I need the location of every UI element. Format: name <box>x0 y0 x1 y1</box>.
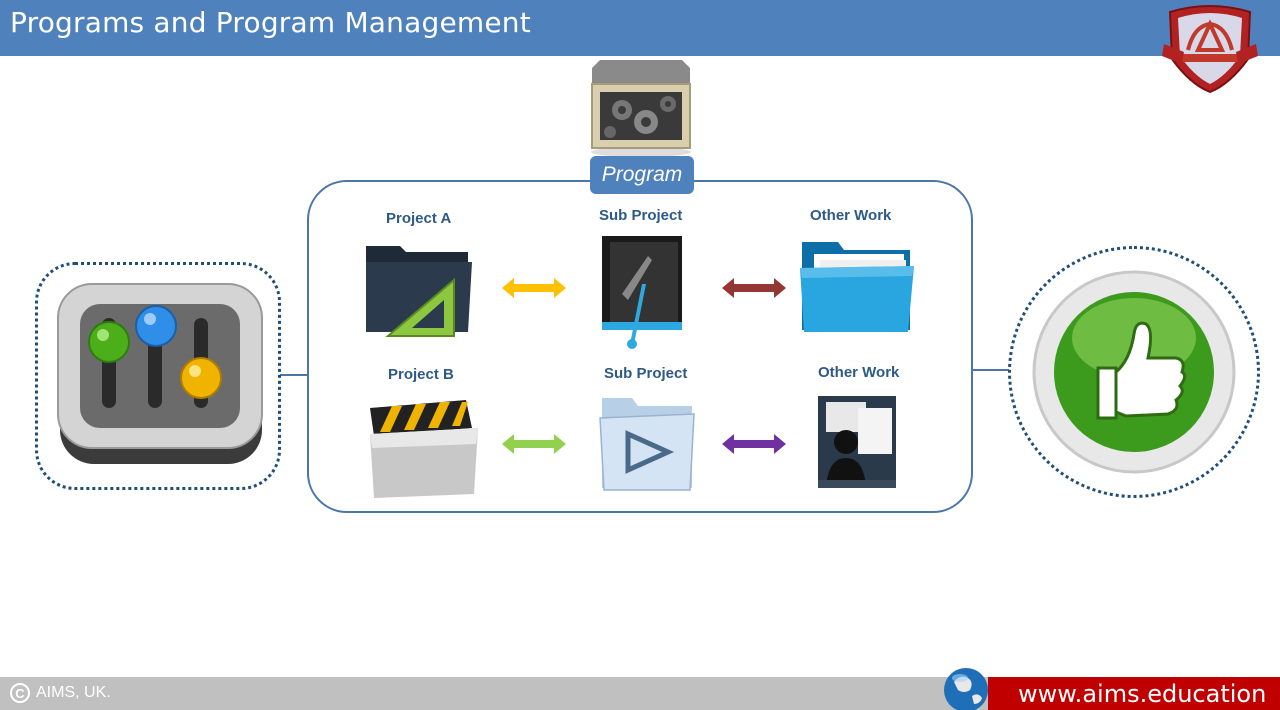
sliders-control-icon <box>57 283 263 464</box>
connector-right <box>973 369 1009 371</box>
program-gears-icon <box>591 60 691 157</box>
copyright-text: AIMS, UK. <box>36 684 111 701</box>
copyright: C AIMS, UK. <box>10 683 111 703</box>
other-work-2-label: Other Work <box>818 364 900 381</box>
project-b-label: Project B <box>388 366 454 383</box>
project-a-folder-icon <box>366 246 472 337</box>
arrow-row2-left-icon <box>502 434 566 454</box>
website-link[interactable]: www.aims.education <box>1018 680 1267 708</box>
program-label: Program <box>590 156 694 194</box>
page-title: Programs and Program Management <box>10 6 531 39</box>
other-work-2-folder-icon <box>818 396 896 488</box>
project-b-folder-icon <box>370 400 478 498</box>
sub-project-1-folder-icon <box>602 236 682 349</box>
sub-project-2-folder-icon <box>599 398 695 491</box>
project-a-label: Project A <box>386 210 452 227</box>
aims-logo-icon <box>1162 5 1258 94</box>
globe-icon <box>944 668 988 710</box>
thumbs-up-icon <box>1032 270 1236 474</box>
sub-project-2-label: Sub Project <box>604 365 688 382</box>
other-work-1-folder-icon <box>800 242 914 332</box>
arrow-row1-right-icon <box>722 278 786 298</box>
header-bar: Programs and Program Management <box>0 0 1280 56</box>
arrow-row2-right-icon <box>722 434 786 454</box>
footer-url-bar <box>988 677 1280 710</box>
arrow-row1-left-icon <box>502 278 566 298</box>
input-dotted-frame <box>35 262 281 490</box>
connector-left <box>280 374 308 376</box>
outcome-dotted-frame <box>1008 246 1260 498</box>
other-work-1-label: Other Work <box>810 207 892 224</box>
copyright-icon: C <box>10 683 30 703</box>
sub-project-1-label: Sub Project <box>599 207 683 224</box>
